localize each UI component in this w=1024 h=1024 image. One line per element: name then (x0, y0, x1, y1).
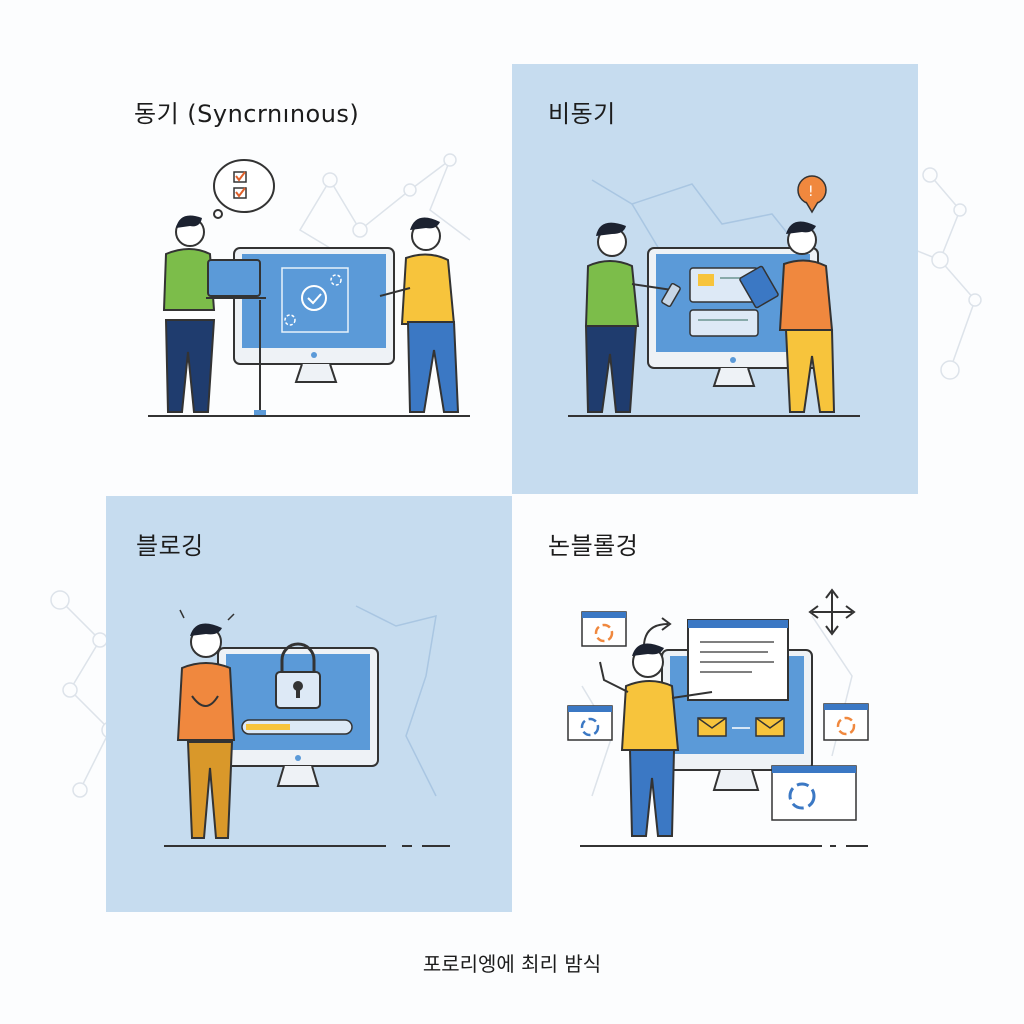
loading-window (771, 765, 857, 821)
alert-pin-icon: ! (797, 175, 827, 214)
progress-bar (241, 719, 353, 735)
loading-window (581, 611, 627, 647)
person-yellow (379, 217, 460, 413)
sync-illustration (148, 159, 470, 417)
monitor-icon (217, 642, 379, 787)
panel-nonblocking: 논블롤겅 (512, 496, 918, 912)
svg-text:!: ! (808, 184, 814, 200)
person-orange-tablet (739, 221, 836, 413)
person-green-laptop (162, 215, 266, 413)
document-window (687, 619, 789, 701)
person-multitasking (599, 643, 713, 837)
padlock-icon (275, 642, 321, 709)
panel-asynchronous: ! (512, 64, 918, 494)
figure-caption: 포로리엥에 최리 밤식 (422, 952, 602, 976)
person-green-phone (584, 222, 681, 413)
envelope-icon (755, 717, 785, 737)
monitor-icon (233, 247, 395, 383)
panel-title-sync: 동기 (Syncrnınous) (134, 100, 360, 128)
loading-window (823, 703, 869, 741)
nonblocking-illustration (567, 588, 869, 847)
panel-title-blocking: 블로깅 (136, 532, 204, 560)
move-arrows-icon (808, 588, 856, 636)
thought-bubble-checklist-icon (213, 159, 275, 219)
envelope-icon (697, 717, 727, 737)
panel-title-async: 비동기 (548, 100, 616, 128)
async-illustration: ! (568, 175, 860, 417)
panel-title-nonblocking: 논블롤겅 (548, 532, 639, 560)
panel-synchronous: 동기 (Syncrnınous) (106, 64, 512, 494)
panel-blocking: 블로깅 (106, 496, 512, 912)
person-waiting (176, 609, 236, 839)
loading-window (567, 705, 613, 741)
blocking-illustration (164, 605, 450, 847)
